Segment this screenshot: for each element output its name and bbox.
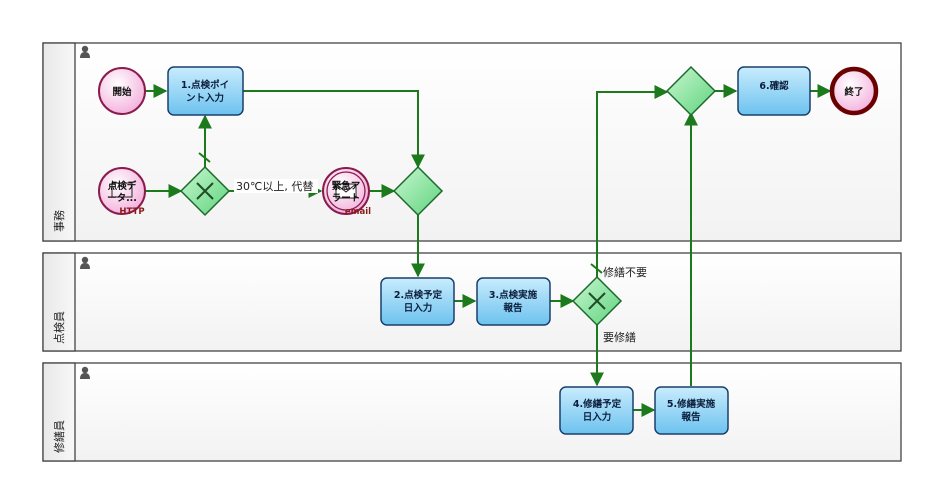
edge-label-need-repair: 要修繕 (603, 330, 636, 344)
task-3[interactable]: 3.点検実施 報告 (476, 277, 551, 326)
edge-label-no-repair: 修繕不要 (603, 265, 647, 279)
task-2-line2: 日入力 (404, 302, 433, 314)
lane-label-shuzen: 修繕員 (52, 420, 66, 453)
lane-shuzen: 修繕員 (42, 362, 902, 462)
http-tag: HTTP (119, 207, 144, 217)
task-5[interactable]: 5.修繕実施 報告 (654, 386, 729, 435)
x-icon (588, 292, 606, 310)
exclusive-gateway-1[interactable] (179, 165, 231, 217)
end-event[interactable]: 終了 (829, 66, 879, 116)
mail-icon (335, 183, 357, 199)
task-1-line2: ント入力 (186, 92, 224, 104)
task-2-line1: 2.点検予定 (394, 289, 443, 301)
task-6[interactable]: 6.確認 (737, 66, 811, 116)
lane-label-tenken: 点検員 (52, 311, 66, 344)
alert-event[interactable]: 緊急ア ラート email (322, 167, 371, 217)
task-5-line2: 報告 (681, 411, 701, 423)
task-2[interactable]: 2.点検予定 日入力 (380, 277, 455, 326)
message-start-line2: ータ... (107, 192, 137, 204)
task-1[interactable]: 1.点検ポイ ント入力 (167, 66, 244, 116)
email-tag: email (345, 207, 371, 217)
end-event-label: 終了 (844, 86, 863, 98)
flow-gateway3-to-gateway4 (596, 85, 669, 277)
alert-line1: 緊急ア (332, 180, 361, 192)
default-flow-marker (198, 152, 211, 163)
edge-label-bg (234, 179, 318, 193)
edge-label-over30: 30℃以上, 代替 (236, 179, 313, 193)
gateway-4[interactable] (665, 65, 717, 117)
exclusive-gateway-3[interactable] (571, 275, 623, 327)
task-1-line1: 1.点検ポイ (181, 79, 229, 91)
task-4-line2: 日入力 (583, 411, 612, 423)
message-start-line1: 点検デ (108, 180, 137, 192)
message-start-event[interactable]: 点検デ ータ... HTTP (98, 167, 146, 217)
message-icon (111, 182, 133, 198)
task-5-line1: 5.修繕実施 (667, 398, 716, 410)
alert-line2: ラート (332, 193, 361, 204)
default-flow-marker (590, 263, 603, 274)
lane-label-jimu: 事務 (52, 210, 66, 232)
task-6-line1: 6.確認 (759, 80, 789, 92)
gateway-2[interactable] (392, 165, 444, 217)
flow-task1-to-gateway2 (243, 90, 425, 169)
start-event-label: 開始 (112, 86, 132, 98)
task-3-line1: 3.点検実施 (489, 289, 538, 301)
x-icon (196, 182, 214, 200)
task-4-line1: 4.修繕予定 (573, 398, 622, 410)
task-4[interactable]: 4.修繕予定 日入力 (559, 386, 634, 435)
task-3-line2: 報告 (503, 302, 523, 314)
start-event[interactable]: 開始 (98, 67, 146, 115)
